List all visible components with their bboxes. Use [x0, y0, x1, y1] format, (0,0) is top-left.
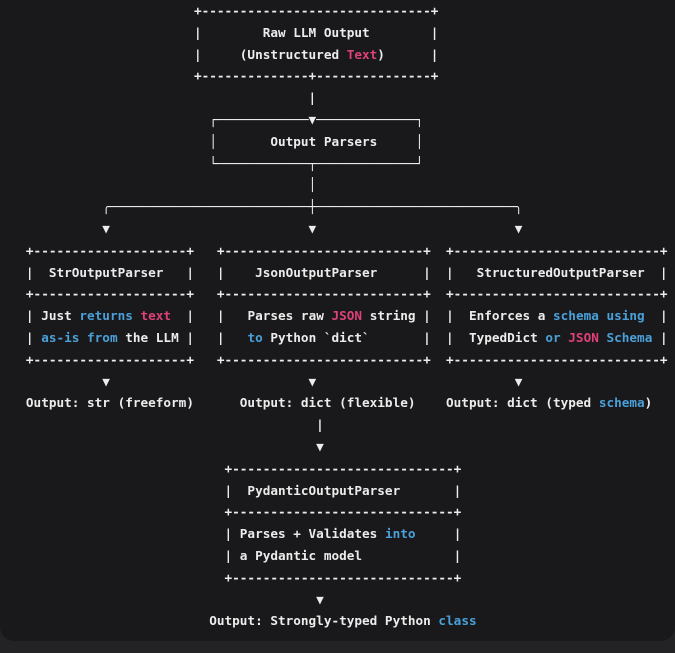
diagram-row: | Just returns text | | Parses raw JSON …: [3, 305, 668, 327]
diagram-row: +--------------------+ +----------------…: [3, 240, 668, 262]
diagram-row: | StrOutputParser | | JsonOutputParser |…: [3, 262, 668, 284]
diagram-text-segment: +-----------------------------+: [3, 460, 462, 476]
diagram-text-segment: schema using: [553, 308, 645, 324]
diagram-text-segment: └────────────┬─────────────┘: [3, 155, 424, 171]
diagram-row: Output: str (freeform) Output: dict (fle…: [3, 392, 668, 414]
diagram-row: Output: Strongly-typed Python class: [3, 610, 668, 632]
diagram-text-segment: |: [415, 526, 462, 542]
diagram-text-segment: ▼ ▼ ▼: [3, 373, 523, 389]
diagram-row: +--------------------+ +----------------…: [3, 283, 668, 305]
diagram-text-segment: │: [3, 177, 317, 193]
diagram-row: | Parses + Validates into |: [3, 523, 668, 545]
diagram-text-segment: ▼ ▼ ▼: [3, 220, 523, 236]
diagram-text-segment: +-----------------------------+: [3, 569, 462, 585]
diagram-text-segment: returns: [79, 308, 133, 324]
diagram-text-segment: as-is from: [41, 329, 118, 345]
diagram-text-segment: | a Pydantic model |: [3, 547, 462, 563]
diagram-text-segment: Text: [346, 46, 378, 62]
diagram-row: |: [3, 87, 668, 109]
diagram-text-segment: |: [652, 329, 668, 345]
diagram-text-segment: into: [384, 526, 416, 542]
diagram-text-segment: ) |: [377, 46, 439, 62]
diagram-row: | (Unstructured Text) |: [3, 44, 668, 66]
diagram-text-segment: text: [140, 308, 172, 324]
diagram-text-segment: class: [438, 613, 477, 629]
diagram-text-segment: ▼: [3, 438, 324, 454]
diagram-row: │: [3, 174, 668, 196]
diagram-row: ▼: [3, 436, 668, 458]
diagram-row: ▼ ▼ ▼: [3, 371, 668, 393]
diagram-text-segment: +------------------------------+: [3, 3, 439, 18]
diagram-text-segment: |: [3, 417, 324, 433]
diagram-text-segment: ): [644, 395, 653, 411]
diagram-row: │ Output Parsers │: [3, 131, 668, 153]
diagram-row: +--------------------+ +----------------…: [3, 349, 668, 371]
diagram-text-segment: ╭──────────────────────────┼────────────…: [3, 199, 523, 215]
diagram-text-segment: | StrOutputParser | | JsonOutputParser |…: [3, 264, 668, 280]
diagram-text-segment: schema: [598, 395, 645, 411]
diagram-text-segment: string | | Enforces a: [362, 308, 554, 324]
diagram-text-segment: │ Output Parsers │: [3, 133, 424, 149]
diagram-text-segment: ▼: [3, 591, 324, 607]
diagram-text-segment: Schema: [606, 329, 653, 345]
diagram-text-segment: +--------------------+ +----------------…: [3, 242, 668, 258]
diagram-text-segment: | Parses + Validates: [3, 526, 385, 542]
diagram-row: +-----------------------------+: [3, 458, 668, 480]
diagram-row: | as-is from the LLM | | to Python `dict…: [3, 327, 668, 349]
diagram-text-segment: ┌────────────▼─────────────┐: [3, 111, 424, 127]
diagram-row: | Raw LLM Output |: [3, 22, 668, 44]
diagram-row: ▼ ▼ ▼: [3, 218, 668, 240]
ascii-diagram: +------------------------------+ | Raw L…: [3, 0, 668, 632]
diagram-text-segment: +--------------+---------------+: [3, 68, 439, 84]
diagram-text-segment: [133, 308, 141, 323]
diagram-row: +--------------+---------------+: [3, 65, 668, 87]
diagram-text-segment: Python `dict` | | TypedDict: [262, 329, 546, 345]
diagram-text-segment: +-----------------------------+: [3, 504, 462, 520]
diagram-text-segment: the LLM | |: [117, 329, 248, 345]
diagram-text-segment: | Raw LLM Output |: [3, 24, 439, 40]
diagram-text-segment: Output: Strongly-typed Python: [3, 613, 439, 629]
diagram-row: |: [3, 414, 668, 436]
diagram-text-segment: or: [545, 329, 561, 345]
diagram-row: +-----------------------------+: [3, 501, 668, 523]
diagram-row: +------------------------------+: [3, 0, 668, 22]
diagram-row: | PydanticOutputParser |: [3, 480, 668, 502]
diagram-row: | a Pydantic model |: [3, 545, 668, 567]
diagram-text-segment: +--------------------+ +----------------…: [3, 351, 668, 367]
diagram-text-segment: +--------------------+ +----------------…: [3, 286, 668, 302]
diagram-text-segment: [599, 330, 607, 345]
diagram-text-segment: |: [3, 90, 317, 106]
diagram-text-segment: | Just: [3, 308, 80, 324]
diagram-text-segment: |: [644, 308, 668, 324]
diagram-row: +-----------------------------+: [3, 567, 668, 589]
diagram-row: ▼: [3, 589, 668, 611]
diagram-row: └────────────┬─────────────┘: [3, 153, 668, 175]
diagram-text-segment: | PydanticOutputParser |: [3, 482, 462, 498]
diagram-text-segment: JSON: [568, 329, 599, 345]
diagram-text-segment: JSON: [331, 308, 363, 324]
diagram-text-segment: | (Unstructured: [3, 46, 347, 62]
diagram-row: ╭──────────────────────────┼────────────…: [3, 196, 668, 218]
diagram-text-segment: to: [247, 329, 263, 345]
diagram-text-segment: |: [3, 329, 42, 345]
diagram-text-segment: | | Parses raw: [171, 308, 332, 324]
diagram-text-segment: Output: str (freeform) Output: dict (fle…: [3, 395, 599, 411]
diagram-row: ┌────────────▼─────────────┐: [3, 109, 668, 131]
